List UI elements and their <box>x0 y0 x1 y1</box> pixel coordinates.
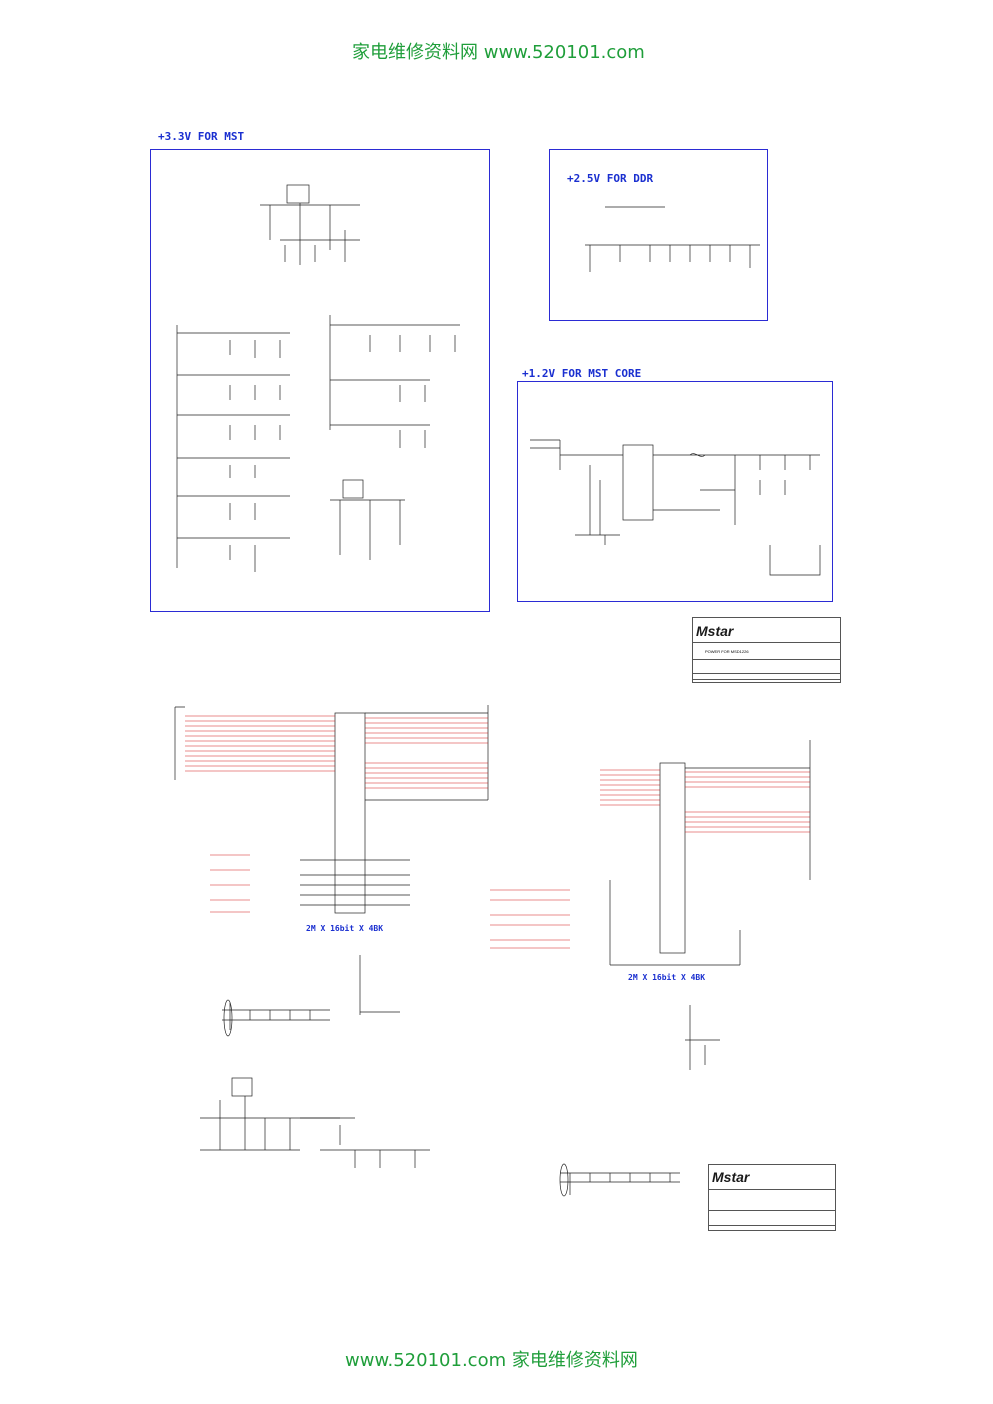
section-box-3v3 <box>150 149 490 612</box>
regulator-u32 <box>342 479 364 499</box>
mstar-logo: Mstar <box>696 623 734 639</box>
mstar-logo-2: Mstar <box>712 1169 750 1185</box>
ddr-chip-u37 <box>659 762 686 954</box>
section-title-1v2: +1.2V FOR MST CORE <box>522 367 642 380</box>
section-box-1v2 <box>517 381 833 602</box>
ddr-chip-u31 <box>334 712 366 914</box>
section-title-3v3: +3.3V FOR MST <box>158 130 245 143</box>
title-block-title: POWER FOR MSD1226 <box>705 649 749 654</box>
memory-title-right: 2M X 16bit X 4BK <box>628 973 706 982</box>
memory-title-left: 2M X 16bit X 4BK <box>306 924 384 933</box>
section-title-2v5: +2.5V FOR DDR <box>567 172 654 185</box>
dc-dc-converter-u4 <box>622 444 654 521</box>
title-block-memory: Mstar <box>708 1164 836 1231</box>
title-block-power: Mstar POWER FOR MSD1226 <box>692 617 841 683</box>
regulator-u30 <box>231 1077 253 1097</box>
watermark-top: 家电维修资料网 www.520101.com <box>352 42 645 63</box>
section-box-2v5 <box>549 149 768 321</box>
watermark-bottom: www.520101.com 家电维修资料网 <box>345 1350 638 1371</box>
regulator-u25 <box>286 184 310 204</box>
